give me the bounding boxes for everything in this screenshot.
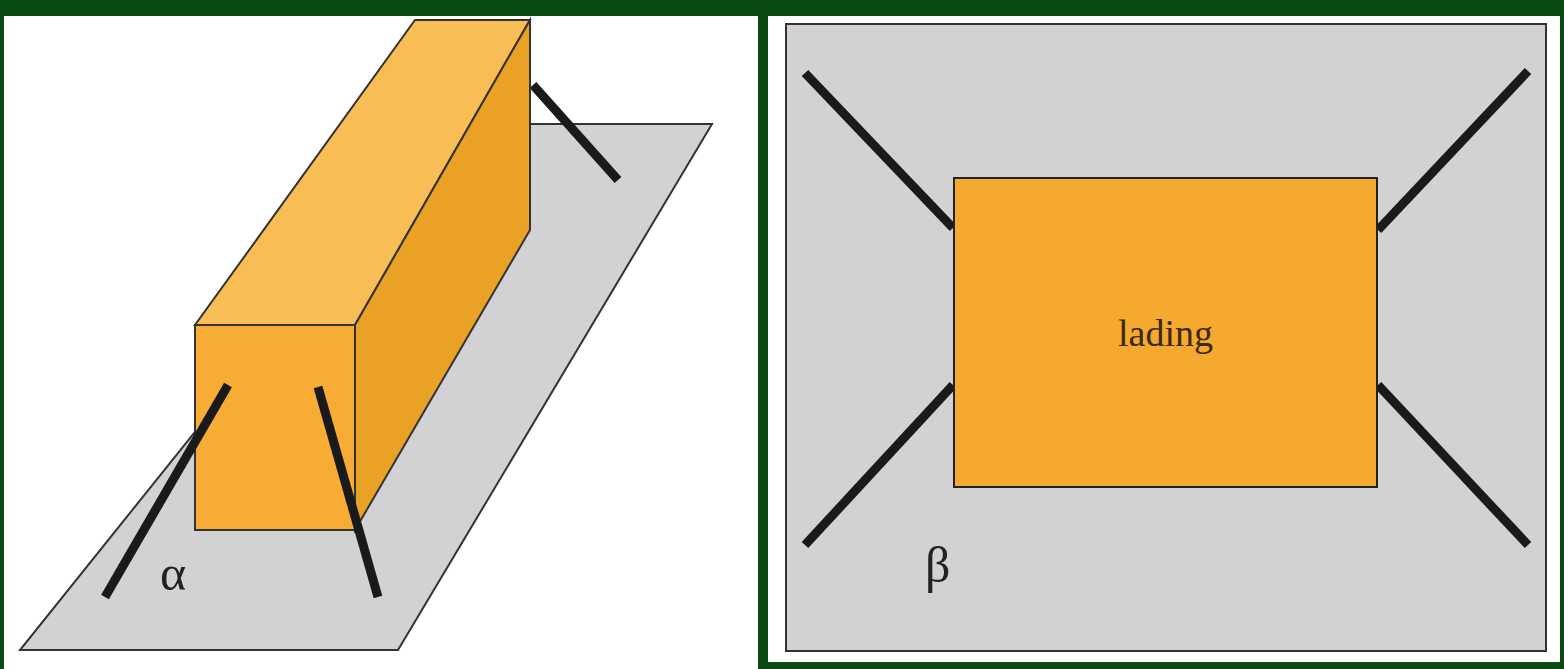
cargo-side xyxy=(355,20,530,530)
lashing xyxy=(1378,71,1528,230)
lashing xyxy=(805,385,953,545)
plane-label: β xyxy=(925,540,950,590)
cargo-label: lading xyxy=(1118,311,1213,355)
right-panel xyxy=(768,16,1560,662)
deck-plane xyxy=(786,24,1546,651)
left-panel xyxy=(4,16,758,669)
lashing xyxy=(805,73,953,228)
lashing xyxy=(1378,385,1528,545)
lashing xyxy=(533,85,618,180)
lashing xyxy=(105,385,228,597)
plane-label: α xyxy=(160,548,186,598)
cargo-box: lading xyxy=(953,177,1378,488)
lashing xyxy=(318,387,378,597)
